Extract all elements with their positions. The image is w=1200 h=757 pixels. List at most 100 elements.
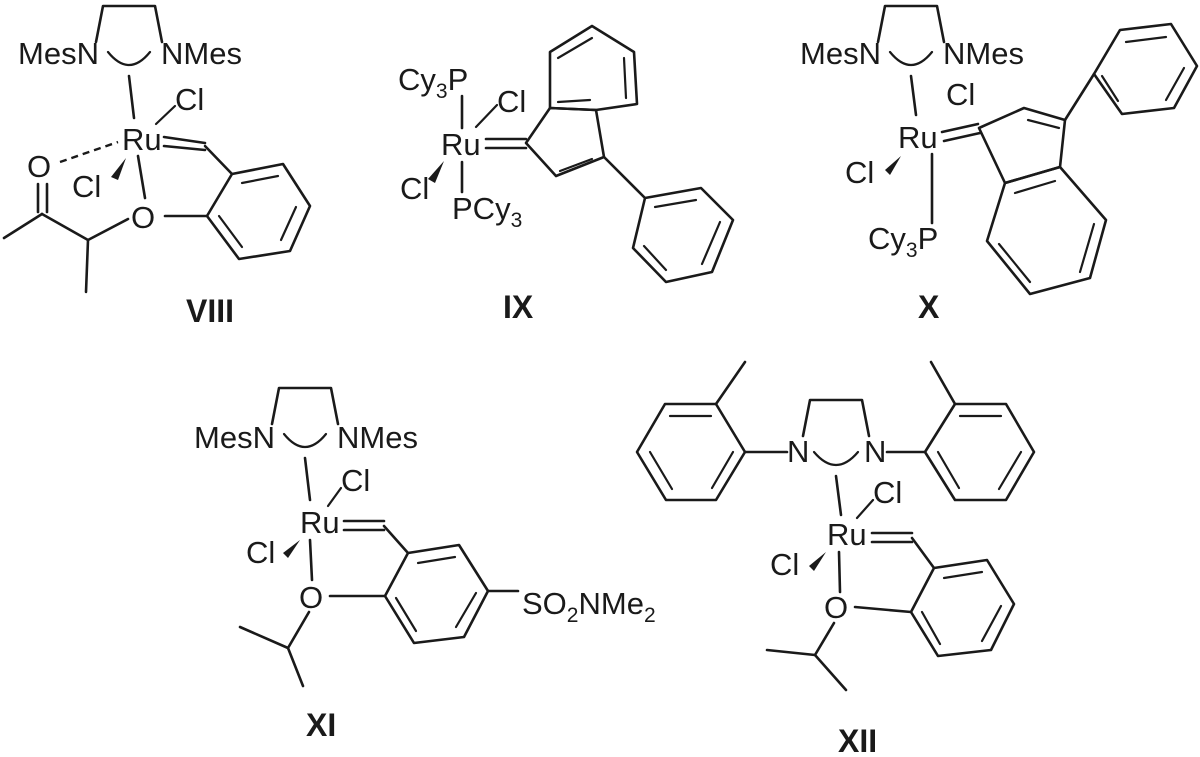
compound-xii: N N Cl Ru Cl O XII [635, 360, 1036, 757]
xi-ru: Ru [300, 505, 340, 540]
ix-ru: Ru [441, 127, 481, 162]
xii-n-right: N [864, 434, 886, 469]
xi-o-ch [286, 610, 311, 650]
xi-cl-left: Cl [246, 535, 275, 570]
viii-mes-n-right: NMes [161, 36, 242, 71]
x-phenyl-db1 [1124, 35, 1168, 44]
xi-ru-cl-wedge [283, 540, 300, 558]
viii-ru-cl-top-bond [154, 104, 177, 126]
x-phenyl-bond [1063, 72, 1096, 122]
x-label: X [918, 289, 940, 325]
xii-tolyl-right-db2 [997, 450, 1023, 491]
xi-ru-cl-top-bond [326, 486, 343, 508]
xi-cl-top: Cl [341, 463, 370, 498]
viii-carbene-ru-bond [127, 74, 136, 120]
xii-aryl-o-bond [853, 605, 913, 614]
xii-tolyl-left-ring [635, 402, 747, 502]
ix-five-ring [524, 106, 606, 178]
xi-benzene-db1 [416, 555, 457, 565]
x-benzo-db2 [1078, 222, 1096, 274]
compound-viii: MesN NMes Cl Ru Cl O O VIII [2, 4, 312, 329]
xi-nhc-backbone [270, 386, 340, 426]
ix-label: IX [503, 289, 534, 325]
viii-benzene-db1 [240, 174, 280, 185]
viii-c-ch [40, 212, 90, 242]
x-five-ring [977, 106, 1067, 185]
xi-label: XI [306, 707, 336, 743]
x-cl-left: Cl [845, 155, 874, 190]
xi-ch-methyl-a [238, 625, 290, 650]
viii-ch-o [86, 217, 130, 242]
compound-ix: Cy3P Cl Ru Cl PCy3 IX [398, 24, 735, 325]
xii-tolyl-right-ring [923, 402, 1036, 502]
viii-benzene-db3 [217, 214, 244, 249]
xii-n-left: N [787, 434, 809, 469]
ix-benzo-db2 [622, 56, 628, 100]
ix-benzo-db3 [556, 98, 592, 104]
xi-mes-n-left: MesN [194, 420, 275, 455]
x-pcy3-bottom: Cy3P [868, 221, 938, 262]
viii-ch-aryl-bond [203, 144, 234, 176]
xii-ch-methyl-b [813, 653, 848, 692]
compound-xi: MesN NMes Cl Ru Cl O SO2NMe2 XI [194, 386, 656, 743]
ix-cl-left: Cl [400, 171, 429, 206]
xii-ru-cl-top-bond [855, 498, 875, 520]
xii-label: XII [838, 723, 877, 757]
xii-benzene-db3 [920, 610, 942, 646]
ix-phenyl-db2 [700, 220, 722, 266]
xi-ru-o-bond [308, 538, 314, 582]
xii-benzene-db1 [942, 570, 984, 580]
viii-o-ketone: O [27, 149, 51, 184]
xii-o-ether: O [824, 590, 848, 625]
viii-benzene-db2 [279, 205, 298, 242]
xi-o-ether: O [299, 580, 323, 615]
xi-ch-aryl-bond [382, 524, 410, 555]
x-phenyl-db3 [1100, 74, 1120, 103]
viii-mes-n-left: MesN [18, 36, 99, 71]
x-benzo-ring [985, 165, 1108, 296]
xii-tolyl-left-db3 [710, 450, 735, 490]
ix-phenyl-ring [631, 186, 735, 284]
x-mes-n-left: MesN [800, 36, 881, 71]
x-ru-cl-wedge [885, 156, 901, 175]
ix-benzo-db1 [556, 36, 594, 60]
x-alkylidene-a [940, 122, 980, 134]
viii-alkylidene-a [162, 135, 207, 145]
ix-five-ring-db [558, 157, 594, 173]
viii-cl-left: Cl [72, 169, 101, 204]
x-nhc-backbone [876, 4, 946, 44]
ix-benzo-ring [548, 24, 639, 112]
x-mes-n-right: NMes [943, 36, 1024, 71]
xi-nhc-arc [282, 432, 328, 449]
x-phenyl-ring [1092, 22, 1199, 116]
xii-carbene-ru-bond [834, 474, 843, 517]
xi-benzene-db2 [454, 591, 478, 629]
xii-tolyl-left-db2 [648, 450, 674, 491]
viii-ch-methyl [84, 238, 90, 294]
viii-ketone-ru-dashed [59, 140, 119, 164]
xi-sulfonamide: SO2NMe2 [522, 586, 656, 627]
ix-phenyl-db1 [653, 198, 698, 209]
x-phenyl-db2 [1164, 66, 1186, 102]
xii-o-ch [813, 621, 836, 657]
x-carbene-ru-bond [909, 74, 918, 117]
viii-ru-o-bond [136, 154, 147, 200]
x-alkylidene-b [942, 131, 982, 143]
xi-carbene-ru-bond [303, 456, 312, 502]
viii-nhc-backbone [94, 4, 164, 44]
ix-cl-top: Cl [497, 84, 526, 119]
x-nhc-arc [888, 50, 934, 67]
xii-nhc-backbone [801, 398, 871, 438]
xii-tolyl-left-methyl [714, 360, 747, 406]
compound-x: MesN NMes Cl Ru Cl Cy3P X [800, 4, 1199, 325]
xii-cl-top: Cl [873, 475, 902, 510]
xii-ch-aryl-bond [910, 536, 936, 570]
x-benzo-db1 [1013, 179, 1057, 195]
ix-phenyl-bond [602, 155, 647, 200]
xi-benzene-db3 [394, 596, 418, 633]
xii-tolyl-right-db3 [936, 450, 961, 490]
viii-nhc-arc [106, 50, 152, 67]
viii-ru: Ru [122, 122, 162, 157]
